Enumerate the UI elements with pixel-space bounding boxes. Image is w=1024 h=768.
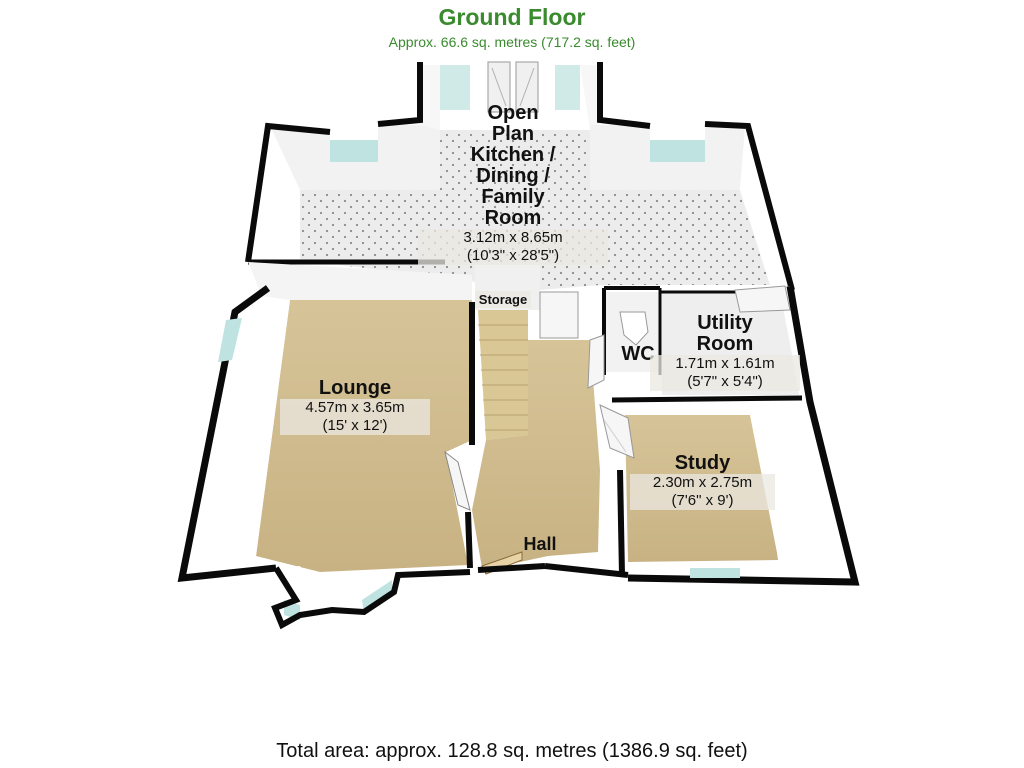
- kitchen-name-line-6: Room: [484, 207, 542, 229]
- kitchen-window-right: [650, 140, 705, 162]
- study-door: [599, 404, 635, 459]
- lounge-floor: [256, 300, 472, 572]
- wc-door: [587, 334, 605, 389]
- hall-floor: [472, 340, 600, 568]
- kitchen-name-line-1: Open: [487, 102, 539, 124]
- hall-name: Hall: [523, 534, 557, 554]
- lounge-door: [444, 450, 471, 511]
- study-imperial: (7'6" x 9'): [630, 491, 775, 510]
- kitchen-floor: [300, 130, 770, 290]
- total-area: Total area: approx. 128.8 sq. metres (13…: [276, 740, 748, 762]
- utility-label: Utility Room 1.71m x 1.61m (5'7" x 5'4"): [650, 313, 800, 391]
- stair-treads: [478, 324, 528, 431]
- kitchen-name-line-2: Plan: [491, 123, 535, 145]
- kitchen-name-line-3: Kitchen /: [470, 144, 556, 166]
- study-outer-wall: [627, 285, 860, 586]
- study-metric: 2.30m x 2.75m: [630, 474, 775, 492]
- lounge-outer-wall: [177, 285, 277, 582]
- kitchen-bay-wall-right: [580, 65, 600, 130]
- lounge-bay: [276, 566, 470, 612]
- study-window: [690, 568, 740, 578]
- floor-area-subtitle: Approx. 66.6 sq. metres (717.2 sq. feet): [388, 34, 636, 50]
- lounge-metric: 4.57m x 3.65m: [280, 399, 430, 417]
- storage-label: Storage: [470, 291, 536, 309]
- kitchen-imperial: (10'3" x 28'5"): [418, 246, 608, 265]
- kitchen-outer-wall: [245, 122, 331, 263]
- lounge-left-wall-face: [190, 300, 290, 568]
- utility-door: [734, 285, 791, 313]
- kitchen-bay-wall: [420, 65, 440, 130]
- kitchen-back-wall-left: [272, 125, 440, 190]
- hall-label: Hall: [510, 535, 570, 554]
- lounge-imperial: (15' x 12'): [280, 416, 430, 435]
- kitchen-metric: 3.12m x 8.65m: [418, 229, 608, 247]
- utility-imperial: (5'7" x 5'4"): [650, 372, 800, 391]
- bay-window-right: [555, 65, 580, 110]
- staircase: [478, 310, 528, 440]
- study-name: Study: [674, 452, 731, 474]
- lounge-left-window: [218, 318, 242, 362]
- wc-toilet: [619, 311, 649, 346]
- floor-title: Ground Floor: [438, 4, 586, 30]
- lounge-label: Lounge 4.57m x 3.65m (15' x 12'): [280, 378, 430, 435]
- kitchen-left-wall-face: [248, 128, 300, 262]
- bay-window-left: [440, 65, 470, 110]
- wc-label: WC: [610, 344, 666, 365]
- lounge-name: Lounge: [318, 377, 392, 399]
- kitchen-label: Open Plan Kitchen / Dining / Family Room…: [418, 103, 608, 265]
- utility-metric: 1.71m x 1.61m: [650, 355, 800, 373]
- kitchen-name-line-4: Dining /: [476, 165, 550, 187]
- storage-name: Storage: [474, 291, 532, 308]
- utility-name-line-1: Utility: [697, 312, 753, 334]
- kitchen-name-line-5: Family: [481, 186, 545, 208]
- wc-name: WC: [621, 343, 655, 365]
- kitchen-window-left: [330, 140, 378, 162]
- study-label: Study 2.30m x 2.75m (7'6" x 9'): [630, 453, 775, 510]
- utility-name-line-2: Room: [696, 333, 754, 355]
- storage-door: [539, 291, 579, 339]
- lounge-back-wall-face: [248, 262, 472, 300]
- study-right-wall: [748, 400, 852, 580]
- kitchen-back-wall-right: [590, 125, 745, 190]
